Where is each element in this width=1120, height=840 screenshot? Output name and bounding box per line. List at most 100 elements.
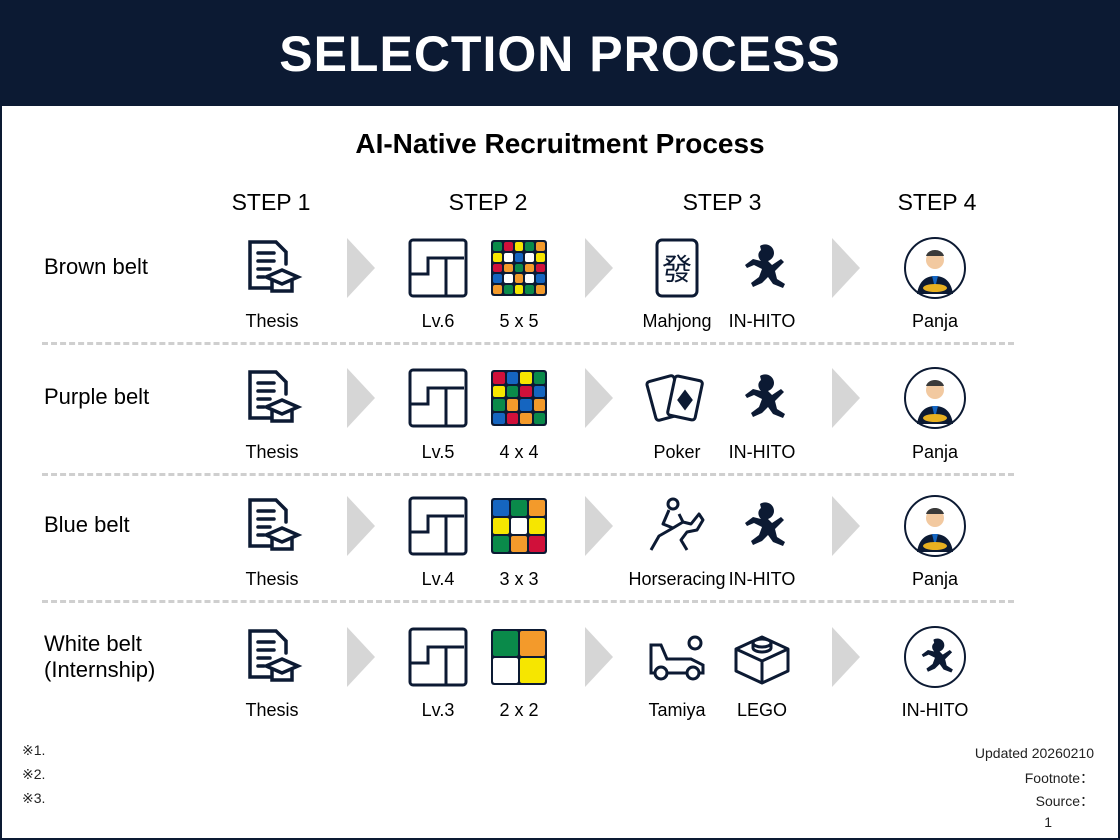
- cube-sticker: [493, 285, 502, 294]
- in-hito-icon: [730, 366, 794, 430]
- cube-sticker: [525, 263, 535, 273]
- item-caption: Panja: [911, 569, 959, 589]
- cube-sticker: [503, 285, 513, 294]
- in-hito-icon: [730, 236, 794, 300]
- footnote-label: Footnote：: [1024, 770, 1094, 786]
- cube-sticker: [536, 274, 545, 284]
- cube-sticker: [493, 658, 518, 683]
- row-label: Purple belt: [44, 384, 150, 409]
- cube-sticker: [520, 631, 545, 656]
- cube-sticker: [493, 399, 505, 411]
- step-4-header: STEP 4: [897, 189, 977, 215]
- cube-sticker: [536, 263, 545, 273]
- cube-icon: [487, 625, 551, 689]
- item-caption: Lv.3: [421, 700, 455, 720]
- cube-sticker: [493, 372, 505, 384]
- cube-sticker: [525, 285, 535, 294]
- step-arrow-icon: [585, 368, 613, 428]
- cube-sticker: [493, 252, 502, 262]
- cube-sticker: [525, 274, 535, 284]
- item-caption: Poker: [653, 442, 701, 462]
- svg-text:發: 發: [662, 253, 692, 288]
- note-1: ※1.: [22, 742, 46, 758]
- step-arrow-icon: [832, 496, 860, 556]
- cube-sticker: [520, 399, 532, 411]
- item-caption: Tamiya: [648, 700, 706, 720]
- cube-sticker: [520, 412, 532, 424]
- cube-icon: [487, 366, 551, 430]
- cube-sticker: [536, 252, 545, 262]
- cube-sticker: [529, 518, 545, 534]
- step-arrow-icon: [585, 496, 613, 556]
- note-3: ※3.: [22, 790, 46, 806]
- maze-icon: [406, 236, 470, 300]
- cube-sticker: [529, 500, 545, 516]
- maze-icon: [406, 494, 470, 558]
- row-label: White belt (Internship): [44, 631, 156, 682]
- in-hito-icon: [730, 494, 794, 558]
- cube-sticker: [503, 263, 513, 273]
- cube-sticker: [529, 536, 545, 552]
- cube-sticker: [536, 285, 545, 294]
- horse-racing-icon: [645, 494, 709, 558]
- in-hito-circle-icon: [903, 625, 967, 689]
- item-caption: Horseracing: [628, 569, 726, 589]
- cube-sticker: [514, 252, 524, 262]
- item-caption: Panja: [911, 311, 959, 331]
- step-3-header: STEP 3: [682, 189, 762, 215]
- cube-sticker: [493, 536, 509, 552]
- cube-sticker: [493, 242, 502, 251]
- row-divider: [42, 600, 1014, 603]
- tamiya-car-icon: [645, 625, 709, 689]
- playing-cards-icon: [645, 366, 709, 430]
- item-caption: 3 x 3: [499, 569, 539, 589]
- lego-brick-icon: [730, 625, 794, 689]
- item-caption: LEGO: [736, 700, 788, 720]
- item-caption: IN-HITO: [728, 311, 796, 331]
- cube-sticker: [493, 274, 502, 284]
- source-label: Source：: [1035, 793, 1094, 809]
- cube-sticker: [533, 372, 545, 384]
- step-arrow-icon: [585, 627, 613, 687]
- cube-sticker: [514, 274, 524, 284]
- row-divider: [42, 342, 1014, 345]
- row-label: Brown belt: [44, 254, 148, 279]
- cube-sticker: [506, 412, 518, 424]
- step-1-header: STEP 1: [231, 189, 311, 215]
- step-arrow-icon: [347, 238, 375, 298]
- cube-sticker: [493, 631, 518, 656]
- cube-sticker: [514, 242, 524, 251]
- cube-icon: [487, 236, 551, 300]
- subtitle: AI-Native Recruitment Process: [355, 128, 765, 159]
- step-arrow-icon: [347, 496, 375, 556]
- cube-sticker: [520, 385, 532, 397]
- page-title: SELECTION PROCESS: [0, 0, 1120, 106]
- item-caption: 5 x 5: [499, 311, 539, 331]
- cube-sticker: [536, 242, 545, 251]
- cube-sticker: [514, 263, 524, 273]
- updated-date: Updated 20260210: [974, 745, 1094, 761]
- item-caption: Lv.6: [421, 311, 455, 331]
- cube-sticker: [506, 399, 518, 411]
- step-arrow-icon: [832, 627, 860, 687]
- cube-sticker: [493, 500, 509, 516]
- step-arrow-icon: [832, 368, 860, 428]
- panja-avatar-icon: [903, 494, 967, 558]
- mahjong-tile-icon: 發: [645, 236, 709, 300]
- cube-sticker: [493, 385, 505, 397]
- item-caption: IN-HITO: [728, 569, 796, 589]
- item-caption: 2 x 2: [499, 700, 539, 720]
- cube-sticker: [503, 242, 513, 251]
- maze-icon: [406, 366, 470, 430]
- page-number: 1: [1044, 814, 1052, 830]
- cube-sticker: [514, 285, 524, 294]
- item-caption: IN-HITO: [901, 700, 969, 720]
- item-caption: Thesis: [245, 700, 299, 720]
- cube-sticker: [503, 252, 513, 262]
- cube-sticker: [520, 658, 545, 683]
- panja-avatar-icon: [903, 366, 967, 430]
- step-arrow-icon: [347, 368, 375, 428]
- item-caption: IN-HITO: [728, 442, 796, 462]
- item-caption: Panja: [911, 442, 959, 462]
- cube-sticker: [506, 372, 518, 384]
